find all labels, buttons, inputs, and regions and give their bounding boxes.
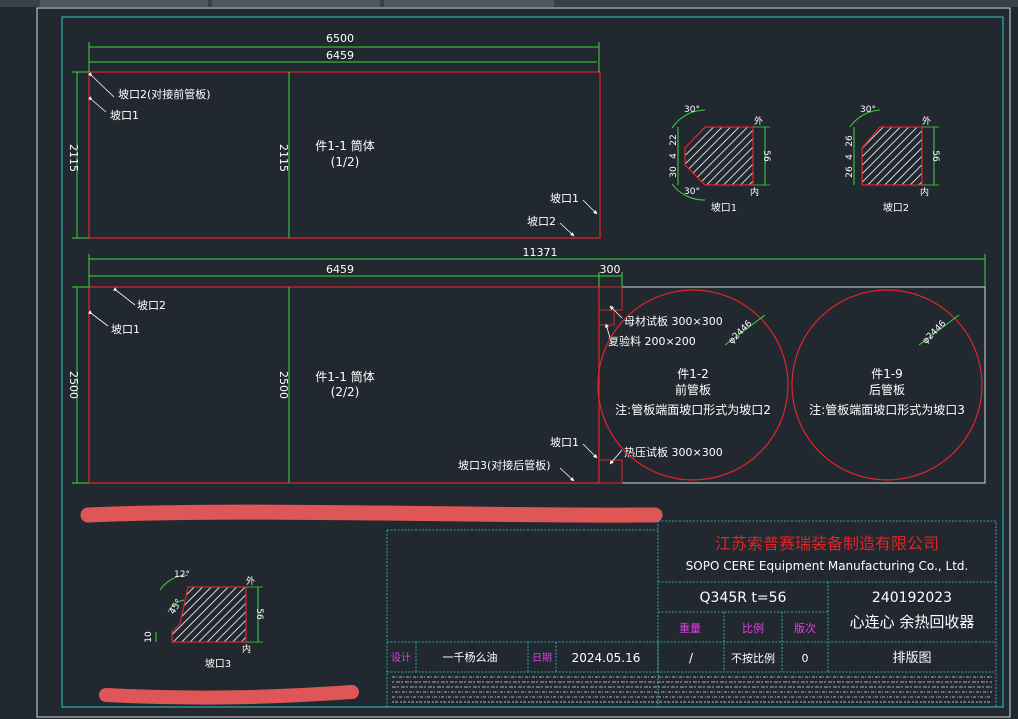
svg-text:外: 外: [246, 575, 255, 587]
bevel-callout: 坡口1: [111, 323, 140, 336]
part-subtitle: (2/2): [331, 385, 360, 399]
part-title: 件1-1 筒体: [315, 138, 374, 153]
svg-text:4: 4: [845, 154, 855, 160]
company-name-cn: 江苏索普赛瑞装备制造有限公司: [715, 534, 939, 553]
bevel-angle-label: 12°: [174, 570, 190, 580]
test-plate-label: 热压试板 300×300: [624, 445, 723, 459]
title-block-text: 江苏索普赛瑞装备制造有限公司 SOPO CERE Equipment Manuf…: [391, 534, 992, 703]
test-plate-label: 复验料 200×200: [608, 334, 696, 348]
bevel-angle-label: 30°: [860, 105, 876, 115]
part-title: 件1-1 筒体: [315, 369, 374, 384]
plate-height-dim: 2500: [277, 371, 290, 399]
bevel-caption: 坡口2: [883, 201, 909, 214]
svg-text:10: 10: [144, 631, 154, 643]
document-tab[interactable]: [40, 0, 208, 7]
bevel-3-detail: 12° 45° 10 56 外 内 坡口3: [144, 570, 264, 670]
designer-signature: 一千杨么油: [443, 650, 498, 664]
shell-outline: [88, 286, 600, 484]
drawing-title: 排版图: [892, 651, 931, 666]
gap-dim: 300: [600, 263, 621, 276]
outer-frame: [36, 7, 1011, 718]
plate-title: 件1-9: [871, 367, 903, 381]
scale-label: 比例: [742, 621, 764, 635]
diameter-dim: φ2446: [921, 319, 949, 347]
rear-tube-plate: φ2446 件1-9 后管板 注:管板端面坡口形式为坡口3: [791, 289, 983, 481]
bevel-callout: 坡口2(对接前管板): [118, 87, 211, 101]
svg-text:外: 外: [754, 115, 763, 127]
svg-text:56: 56: [254, 608, 264, 620]
svg-text:30: 30: [669, 166, 679, 178]
part-subtitle: (1/2): [331, 155, 360, 169]
test-plate-label: 母材试板 300×300: [624, 314, 723, 328]
bevel-callout: 坡口1: [110, 109, 139, 122]
bevel-callout: 坡口2: [137, 299, 166, 312]
plate-note: 注:管板端面坡口形式为坡口3: [809, 402, 965, 417]
sheet-outline: [88, 286, 986, 484]
revision-value: 0: [802, 652, 809, 665]
weight-value: /: [689, 651, 694, 665]
highlighter-stroke: [80, 504, 663, 523]
bevel-callout: 坡口1: [550, 436, 579, 449]
date-value: 2024.05.16: [572, 651, 641, 665]
shell-outline: [88, 71, 601, 239]
plate-length-dim: 6459: [326, 49, 354, 62]
svg-text:56: 56: [930, 150, 940, 162]
material-spec: Q345R t=56: [700, 590, 787, 606]
plate-name: 后管板: [869, 382, 905, 397]
date-label: 日期: [532, 652, 552, 664]
inner-frame: [61, 16, 1004, 708]
svg-text:内: 内: [920, 186, 929, 198]
svg-text:26: 26: [845, 166, 855, 178]
document-tab-bar: [0, 0, 1018, 7]
bevel-2-detail: 30° 26 4 26 56 外 内 坡口2: [845, 105, 940, 214]
top-shell-view: 6500 6459 2115 2115 件1-1 筒体 (1/2) 坡口2(对接…: [67, 32, 601, 239]
bevel-callout: 坡口1: [550, 192, 579, 205]
plate-length-dim: 6459: [326, 263, 354, 276]
drawing-number: 240192023: [872, 590, 952, 606]
svg-text:内: 内: [750, 186, 759, 198]
bevel-angle-label: 30°: [684, 105, 700, 115]
title-block: [386, 520, 997, 708]
overall-length-dim: 6500: [326, 32, 354, 45]
company-name-en: SOPO CERE Equipment Manufacturing Co., L…: [686, 559, 969, 573]
bevel-callout: 坡口3(对接后管板): [458, 458, 551, 472]
plate-height-dim: 2115: [67, 144, 80, 172]
bevel-angle-label: 30°: [684, 187, 700, 197]
plate-title: 件1-2: [677, 367, 709, 381]
svg-text:4: 4: [669, 153, 679, 159]
overall-length-dim: 11371: [523, 246, 558, 259]
fine-print-notes: [392, 676, 992, 703]
plate-height-dim: 2115: [277, 144, 290, 172]
scale-value: 不按比例: [731, 651, 775, 665]
project-name: 心连心 余热回收器: [850, 613, 975, 631]
svg-text:22: 22: [669, 134, 679, 145]
svg-text:26: 26: [845, 135, 855, 147]
revision-label: 版次: [794, 621, 816, 635]
bevel-1-detail: 30° 30° 22 4 30 56 外 内 坡口1: [669, 105, 771, 214]
plate-note: 注:管板端面坡口形式为坡口2: [615, 402, 771, 417]
weight-label: 重量: [679, 621, 701, 635]
svg-text:56: 56: [761, 150, 771, 162]
svg-text:内: 内: [242, 643, 251, 655]
bevel-caption: 坡口1: [711, 201, 737, 214]
bottom-shell-view: 11371 6459 300 2500 2500 件1-1 筒体 (2/2) 坡…: [67, 246, 986, 484]
bevel-caption: 坡口3: [205, 657, 231, 670]
designer-label: 设计: [391, 651, 411, 664]
document-tab[interactable]: [384, 0, 554, 7]
plate-name: 前管板: [675, 382, 711, 397]
svg-text:外: 外: [922, 115, 931, 127]
bevel-callout: 坡口2: [527, 215, 556, 228]
document-tab[interactable]: [212, 0, 380, 7]
plate-height-dim: 2500: [67, 371, 80, 399]
highlighter-stroke: [99, 685, 359, 705]
diameter-dim: φ2446: [727, 319, 755, 347]
